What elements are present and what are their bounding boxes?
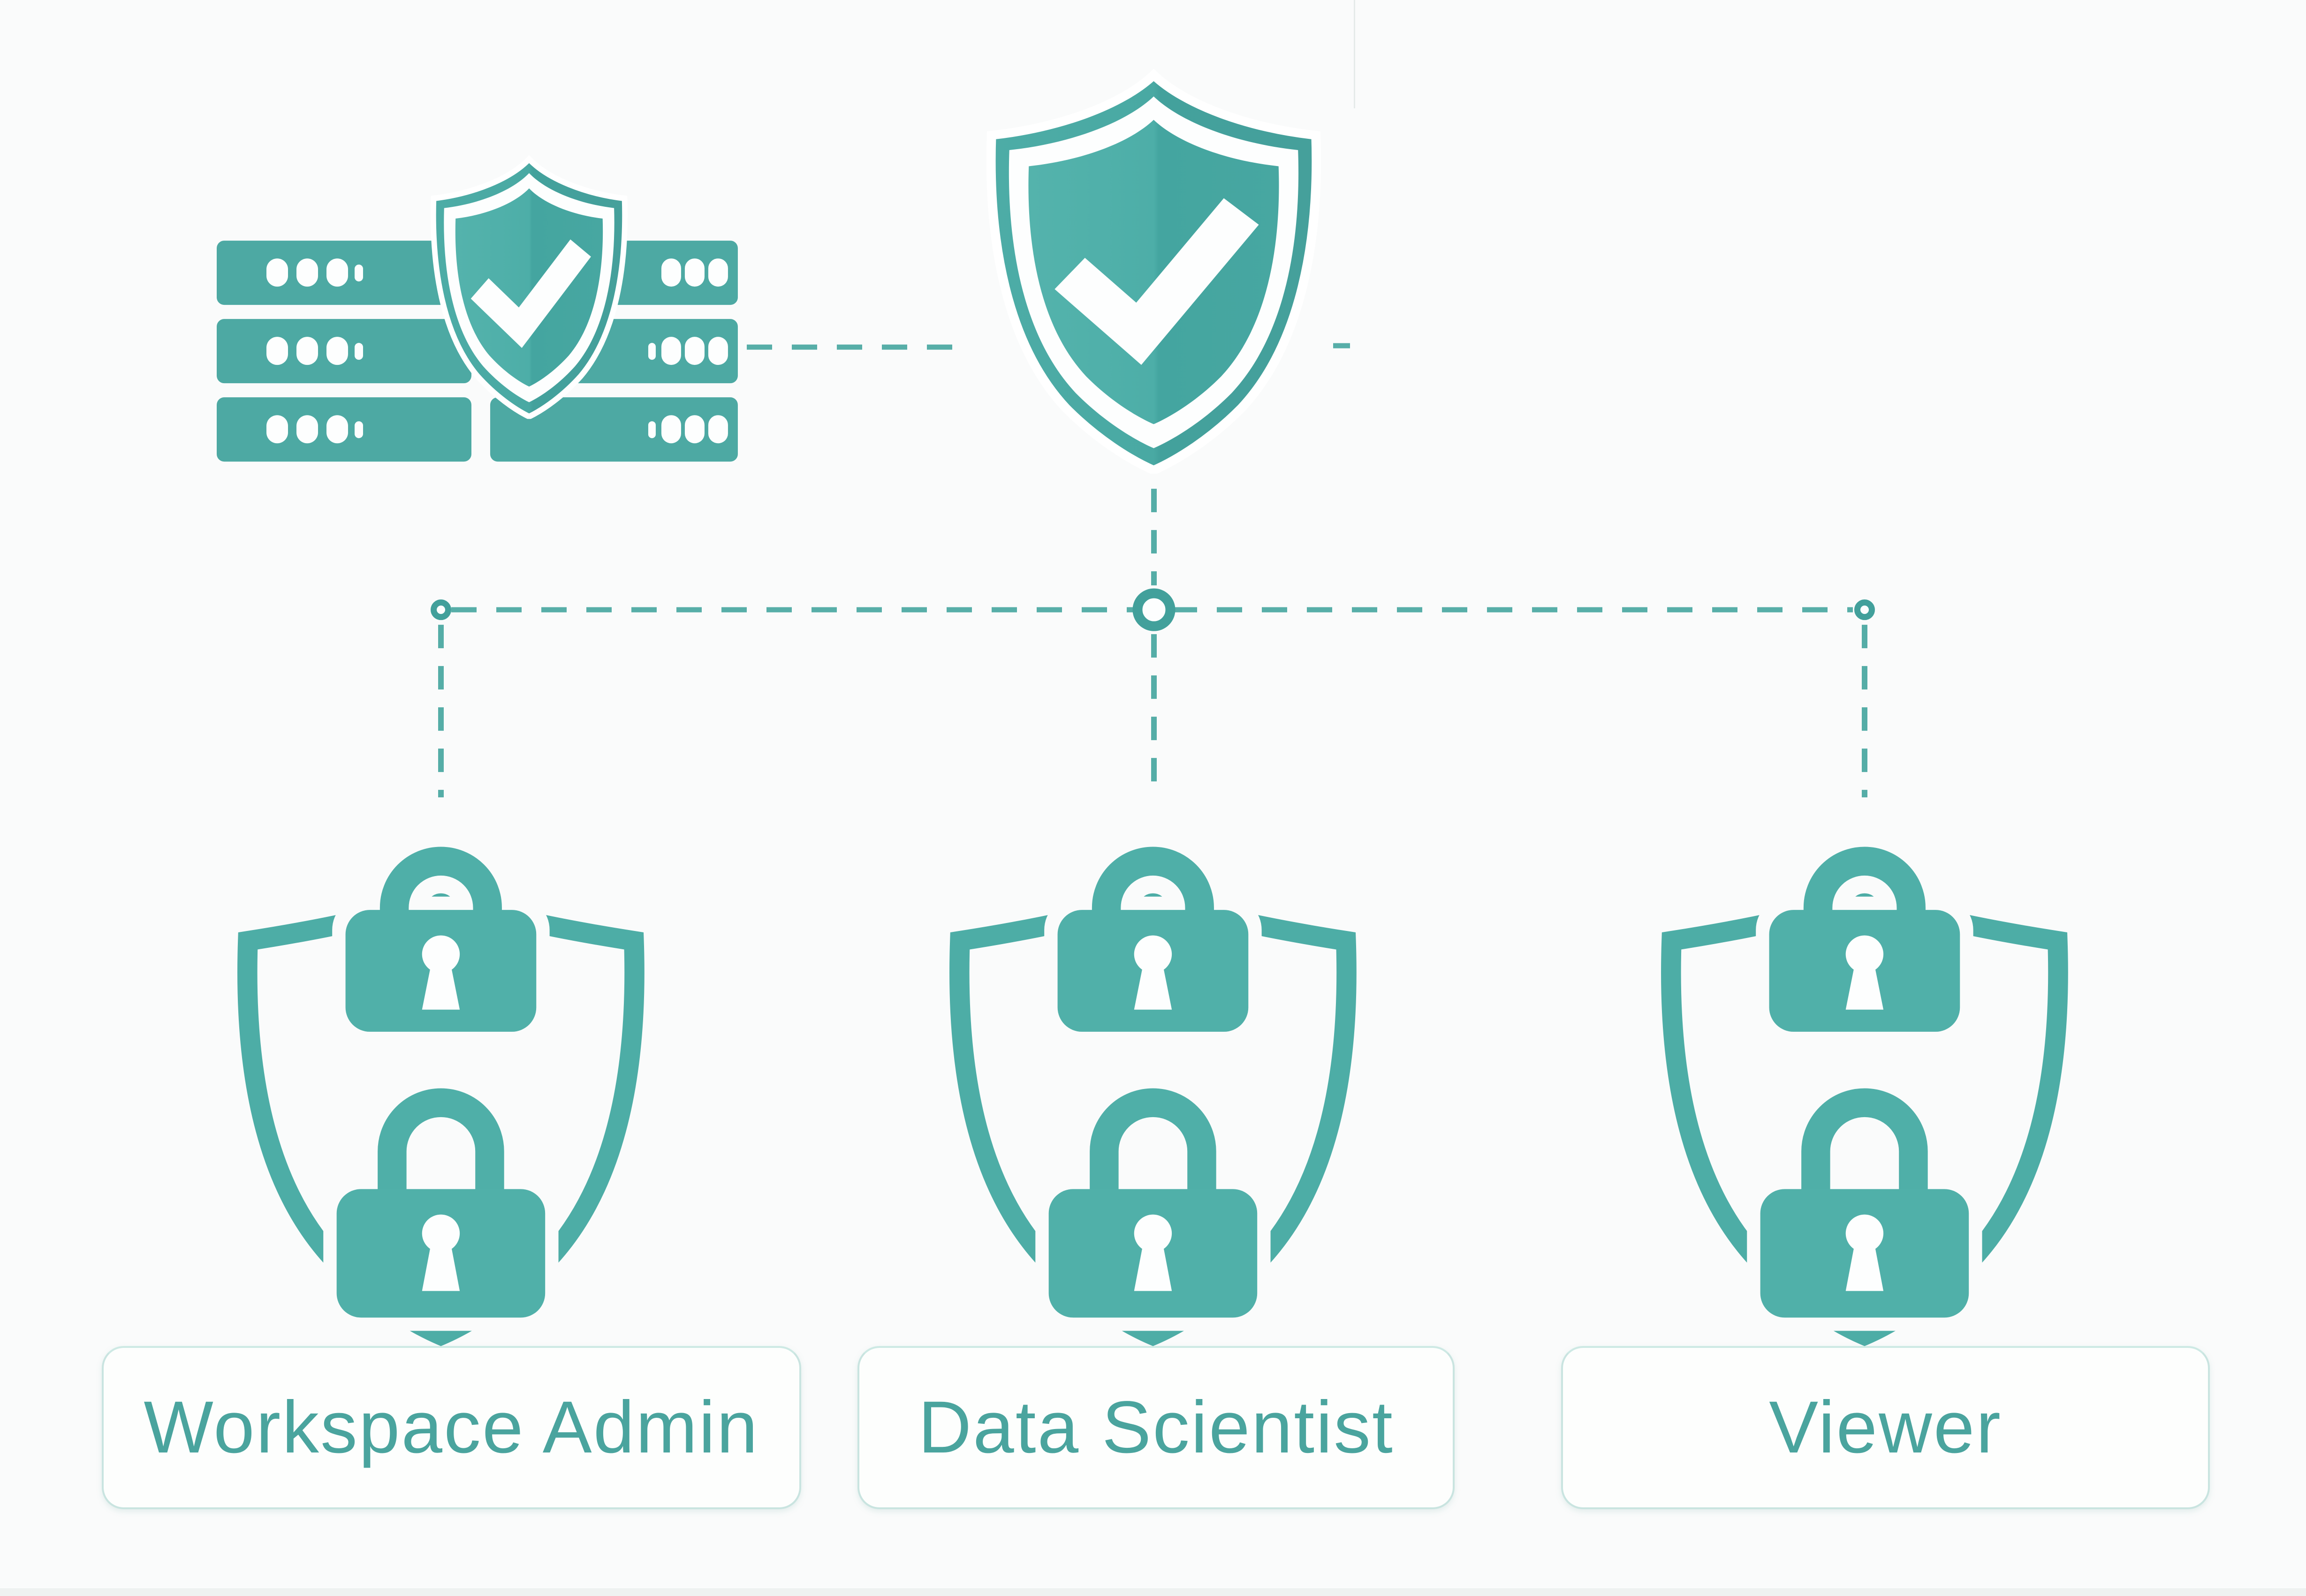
role-label-data-scientist: Data Scientist	[857, 1346, 1455, 1510]
shield-check-icon	[967, 66, 1340, 474]
server-stack-shield-icon	[216, 153, 739, 463]
server-stack-icon	[217, 153, 738, 462]
bottom-edge-band	[0, 1588, 2306, 1596]
faint-divider-line	[1353, 0, 1355, 109]
shield-padlocks-icon	[1643, 815, 2086, 1351]
role-label-text: Viewer	[1769, 1386, 2003, 1469]
role-label-text: Data Scientist	[918, 1386, 1394, 1469]
shield-padlocks-icon	[219, 815, 663, 1351]
role-label-viewer: Viewer	[1561, 1346, 2210, 1510]
role-label-text: Workspace Admin	[144, 1386, 759, 1469]
role-label-workspace-admin: Workspace Admin	[101, 1346, 801, 1510]
shield-padlocks-icon	[931, 815, 1375, 1351]
